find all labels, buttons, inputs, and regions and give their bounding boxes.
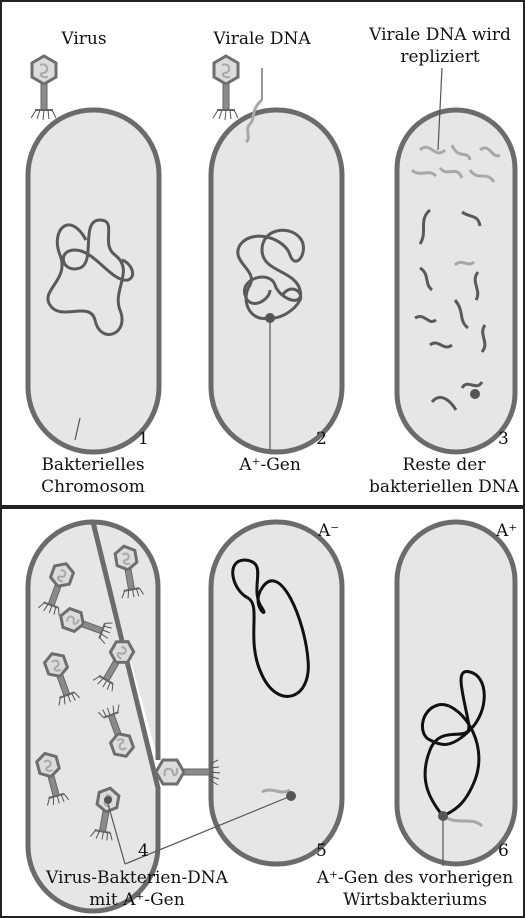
label-transducing-dna-2: mit A⁺-Gen <box>89 890 184 910</box>
step-number: 2 <box>316 429 327 449</box>
label-a-plus-gene: A⁺-Gen <box>238 455 301 475</box>
label-replicated-1: Virale DNA wird <box>368 25 511 45</box>
step-number: 3 <box>498 429 509 449</box>
label-previous-host-gene-1: A⁺-Gen des vorherigen <box>316 868 514 888</box>
label-chromosome-1: Bakterielles <box>41 455 144 475</box>
label-transducing-dna-1: Virus-Bakterien-DNA <box>45 868 229 888</box>
label-remnants-2: bakteriellen DNA <box>369 477 520 497</box>
step-number: 6 <box>498 841 509 861</box>
gene-dot-3 <box>470 389 480 399</box>
label-replicated-2: repliziert <box>400 47 480 67</box>
label-viral-dna: Virale DNA <box>212 29 311 49</box>
step-number: 4 <box>138 841 149 861</box>
label-a-minus: A⁻ <box>317 521 339 541</box>
label-chromosome-2: Chromosom <box>41 477 145 497</box>
step-number: 5 <box>316 841 327 861</box>
a-plus-gene-dot-6 <box>438 811 448 821</box>
label-remnants-1: Reste der <box>403 455 487 475</box>
injected-dna-5 <box>262 790 290 792</box>
bacterium-6 <box>397 522 515 864</box>
bacterium-3 <box>397 110 515 452</box>
transducing-dna-dot <box>104 796 112 804</box>
label-previous-host-gene-2: Wirtsbakteriums <box>343 890 487 910</box>
bacterium-2 <box>211 110 342 452</box>
step-number: 1 <box>138 429 149 449</box>
bacterium-1 <box>28 110 159 452</box>
label-a-plus: A⁺ <box>495 521 517 541</box>
label-virus: Virus <box>60 29 106 49</box>
